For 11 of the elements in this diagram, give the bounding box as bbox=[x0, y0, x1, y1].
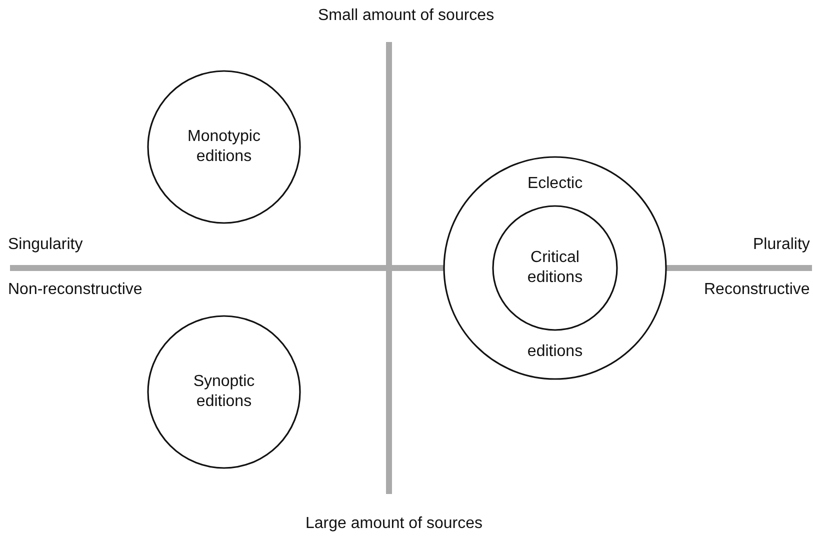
axis-label: Small amount of sources bbox=[318, 6, 494, 26]
circle-label: Eclectic bbox=[526, 174, 584, 194]
circle-label: Synoptic editions bbox=[192, 372, 256, 412]
circle-label: Monotypic editions bbox=[186, 127, 262, 167]
axis-label: Large amount of sources bbox=[306, 514, 482, 534]
circle-label: Critical editions bbox=[526, 248, 584, 288]
axis-label: Non-reconstructive bbox=[8, 280, 142, 300]
axis-label: Plurality bbox=[753, 235, 810, 255]
axis-label: Reconstructive bbox=[704, 280, 810, 300]
circle-label: editions bbox=[526, 342, 584, 362]
axis-label: Singularity bbox=[8, 235, 83, 255]
